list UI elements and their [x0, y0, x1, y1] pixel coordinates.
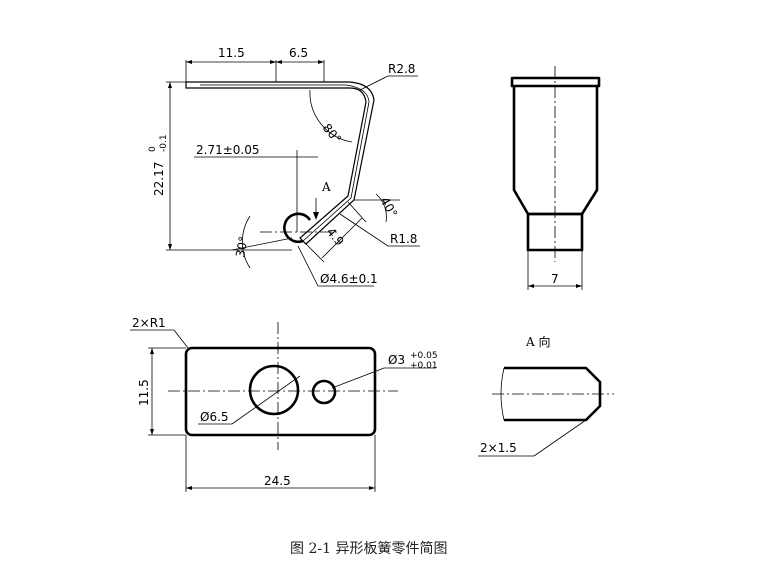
dim-length-6-5: 6.5	[289, 46, 308, 60]
dim-small-hole-tol-lower: +0.01	[410, 361, 438, 371]
front-view: 7	[510, 66, 601, 290]
dim-chamfer: 2×1.5	[480, 441, 517, 455]
plan-view: 2×R1 11.5 Ø3 +0.05 +0.01 Ø6.5 24.5	[130, 316, 438, 492]
dim-width-7: 7	[551, 272, 559, 286]
front-top-flange	[510, 76, 601, 88]
dim-small-hole: Ø3	[388, 353, 405, 367]
dim-angle-40: 40°	[377, 195, 400, 220]
dim-plate-height: 11.5	[137, 379, 151, 406]
dim-angle-80: 80°	[320, 121, 344, 146]
figure-caption: 图 2-1 异形板簧零件简图	[290, 540, 447, 557]
view-marker-a: A	[321, 180, 331, 194]
dim-radius-r2-8: R2.8	[388, 62, 415, 76]
curl-loop	[283, 212, 312, 244]
detail-view-title: A 向	[525, 334, 550, 349]
dim-length-4-9: 4.9	[324, 225, 347, 249]
dim-small-hole-tol-upper: +0.05	[410, 351, 438, 361]
dim-length-11-5: 11.5	[218, 46, 245, 60]
detail-view-a: A 向 2×1.5	[478, 334, 614, 457]
dim-corner-radius: 2×R1	[132, 316, 166, 330]
dim-big-hole: Ø6.5	[200, 410, 229, 424]
plate-outline	[184, 346, 377, 437]
dim-height-tol-lower: -0.1	[159, 134, 169, 152]
dim-angle-30: 30°	[233, 235, 250, 258]
front-body	[512, 86, 599, 216]
side-view: 11.5 6.5 22.17 0 -0.1 2.71±0.05 R2.8 80°	[148, 46, 420, 287]
dim-radius-r1-8: R1.8	[390, 232, 417, 246]
small-hole	[311, 379, 337, 405]
spring-strip-profile	[185, 81, 375, 245]
dim-hole-4-6: Ø4.6±0.1	[320, 272, 378, 286]
dim-height-tol-upper: 0	[148, 146, 158, 152]
dim-height-22-17: 22.17	[152, 162, 166, 196]
dim-offset-2-71: 2.71±0.05	[196, 143, 260, 157]
big-hole	[248, 364, 300, 416]
dim-plate-length: 24.5	[264, 474, 291, 488]
